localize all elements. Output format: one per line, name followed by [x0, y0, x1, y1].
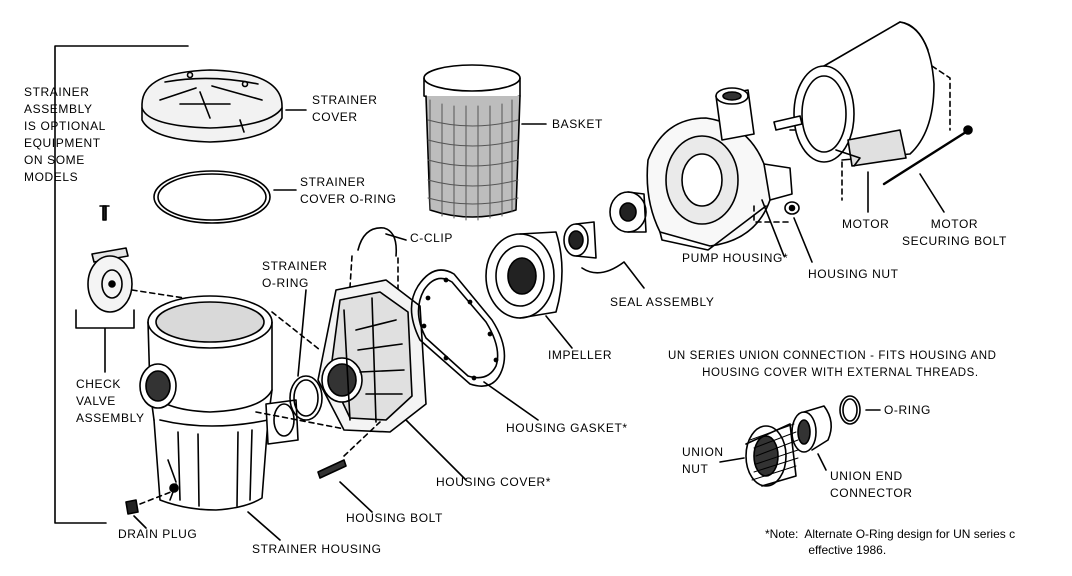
strainer-oring-label: STRAINER O-RING — [262, 259, 328, 290]
housing-gasket — [410, 269, 506, 387]
strainer-assembly-bracket — [54, 45, 189, 524]
housing-bolt — [317, 459, 347, 479]
motor-securing-bolt-leader — [919, 173, 945, 213]
housing-dash-a — [271, 311, 321, 351]
housing-cover-leader — [405, 419, 467, 481]
check-valve-bracket — [75, 309, 135, 373]
union-oring-label: O-RING — [884, 403, 931, 417]
pump-housing-label: PUMP HOUSING* — [682, 251, 789, 265]
strainer-cover-label: STRAINER COVER — [312, 93, 378, 124]
strainer-oring-leader — [297, 289, 307, 377]
strainer-assembly-note: STRAINER ASSEMBLY IS OPTIONAL EQUIPMENT … — [24, 85, 106, 184]
union-nut — [745, 423, 799, 487]
footnote: *Note: Alternate O-Ring design for UN se… — [765, 527, 1016, 557]
motor-dash — [841, 65, 951, 201]
impeller-label: IMPELLER — [548, 348, 613, 362]
housing-gasket-label: HOUSING GASKET* — [506, 421, 628, 435]
drain-plug-label: DRAIN PLUG — [118, 527, 198, 541]
seal-assembly — [563, 191, 647, 259]
pump-housing — [646, 87, 793, 251]
strainer-cover-oring-label: STRAINER COVER O-RING — [300, 175, 397, 206]
motor-securing-bolt-label: MOTOR SECURING BOLT — [902, 217, 1007, 248]
check-valve-screw — [99, 205, 110, 221]
drain-plug-dash — [139, 489, 177, 505]
motor — [773, 21, 935, 167]
un-series-union-connection-label: UN SERIES UNION CONNECTION - FITS HOUSIN… — [668, 350, 997, 379]
drain-plug-leader — [133, 515, 147, 529]
union-nut-leader — [719, 457, 745, 463]
union-end-connector-label: UNION END CONNECTOR — [830, 469, 913, 500]
c-clip — [357, 227, 398, 257]
housing-dash-b — [255, 411, 351, 431]
union-nut-label: UNION NUT — [682, 445, 724, 476]
check-valve-assembly — [87, 247, 133, 313]
strainer-housing — [139, 295, 299, 511]
housing-nut-label: HOUSING NUT — [808, 267, 899, 281]
housing-bolt-dash — [343, 421, 381, 457]
impeller-leader — [545, 315, 573, 349]
strainer-cover — [141, 69, 283, 143]
c-clip-leader — [385, 233, 407, 241]
strainer-oring — [289, 375, 323, 421]
housing-nut — [784, 201, 800, 215]
impeller — [485, 231, 563, 319]
basket — [423, 64, 521, 221]
housing-cover-label: HOUSING COVER* — [436, 475, 552, 489]
check-valve-assembly-label: CHECK VALVE ASSEMBLY — [76, 377, 145, 425]
union-end-connector-leader — [817, 453, 827, 471]
motor-label: MOTOR — [842, 217, 890, 231]
housing-nut-leader — [793, 217, 813, 263]
union-end-connector — [791, 405, 832, 453]
strainer-cover-oring — [153, 170, 271, 224]
housing-gasket-leader — [483, 381, 539, 421]
drain-plug — [125, 499, 139, 515]
c-clip-label: C-CLIP — [410, 231, 453, 245]
housing-bolt-label: HOUSING BOLT — [346, 511, 443, 525]
strainer-housing-leader — [247, 511, 281, 541]
union-oring — [839, 395, 861, 425]
pump-housing-leader — [761, 199, 785, 257]
housing-bolt-leader — [339, 481, 373, 513]
seal-assembly-bracket — [581, 261, 645, 289]
housing-cover — [317, 279, 427, 433]
basket-label: BASKET — [552, 117, 603, 131]
seal-assembly-label: SEAL ASSEMBLY — [610, 295, 715, 309]
strainer-housing-label: STRAINER HOUSING — [252, 542, 382, 556]
motor-securing-bolt — [882, 125, 973, 186]
